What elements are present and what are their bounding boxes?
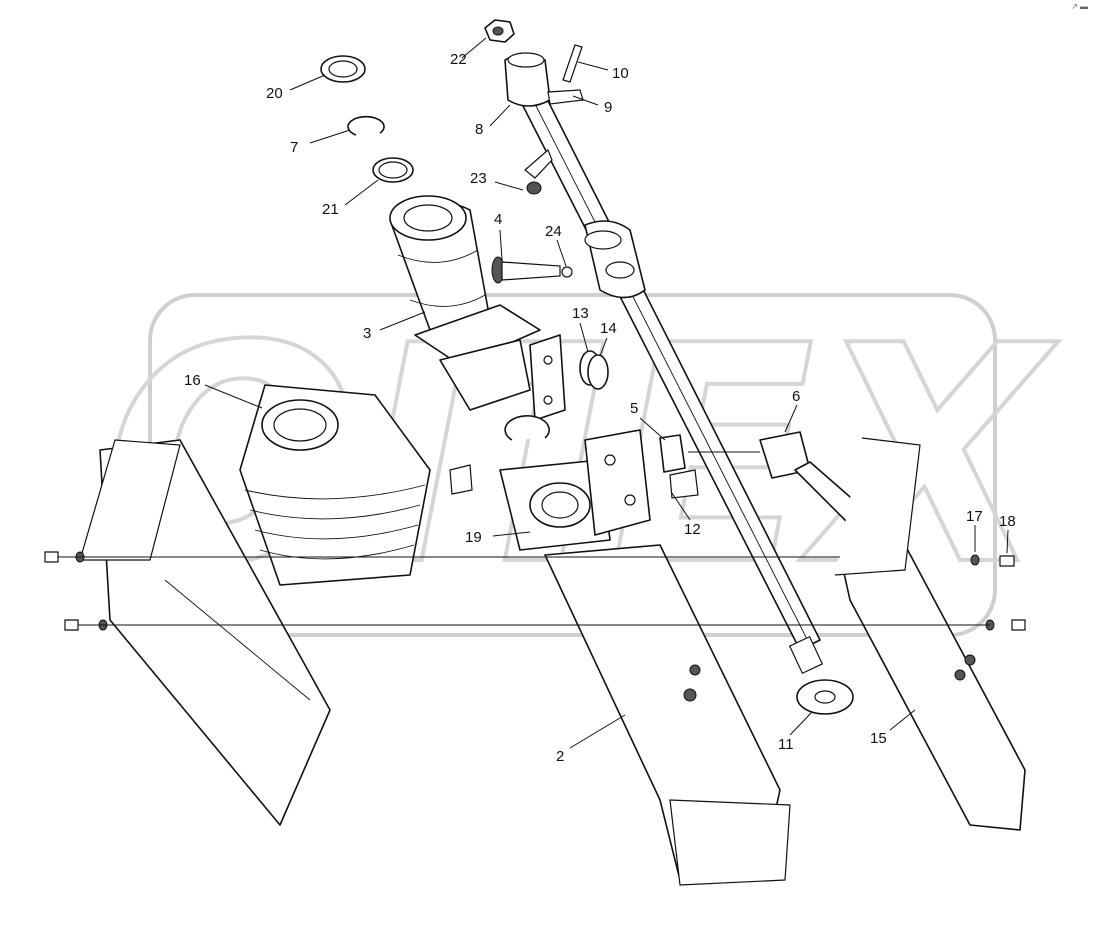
screw-18 bbox=[999, 555, 1015, 567]
callout-19: 19 bbox=[465, 529, 482, 546]
bearing-19 bbox=[499, 459, 611, 551]
callout-21: 21 bbox=[322, 201, 339, 218]
callout-18: 18 bbox=[999, 513, 1016, 530]
fasteners bbox=[44, 551, 1026, 631]
callout-5: 5 bbox=[630, 400, 638, 417]
bracket-plate bbox=[529, 334, 566, 421]
callout-15: 15 bbox=[870, 730, 887, 747]
callout-13: 13 bbox=[572, 305, 589, 322]
left-guard bbox=[79, 439, 331, 826]
callout-14: 14 bbox=[600, 320, 617, 337]
callout-4: 4 bbox=[494, 211, 502, 228]
o-ring-24 bbox=[561, 266, 573, 278]
callout-6: 6 bbox=[792, 388, 800, 405]
callout-leaders bbox=[204, 37, 1009, 749]
callout-labels: 22 10 9 8 20 7 21 23 4 24 3 13 14 16 5 6… bbox=[184, 51, 1016, 765]
callout-12: 12 bbox=[684, 521, 701, 538]
callout-7: 7 bbox=[290, 139, 298, 156]
rubber-boot-16 bbox=[239, 384, 431, 586]
callout-10: 10 bbox=[612, 65, 629, 82]
column-housing-3 bbox=[389, 195, 566, 421]
clamp-9 bbox=[547, 89, 584, 105]
pin-4 bbox=[491, 256, 573, 284]
callout-3: 3 bbox=[363, 325, 371, 342]
column-2 bbox=[544, 544, 791, 886]
fitting-23 bbox=[524, 148, 553, 195]
callout-17: 17 bbox=[966, 508, 983, 525]
handle-6 bbox=[759, 431, 866, 526]
corner-mark: ↗ ▬ bbox=[1071, 2, 1088, 11]
callout-2: 2 bbox=[556, 748, 564, 765]
callout-8: 8 bbox=[475, 121, 483, 138]
washer-17 bbox=[970, 554, 980, 566]
callout-22: 22 bbox=[450, 51, 467, 68]
snap-ring-19a bbox=[504, 415, 550, 441]
bolt-10 bbox=[562, 44, 583, 83]
callout-24: 24 bbox=[545, 223, 562, 240]
right-guard-15 bbox=[834, 437, 1026, 831]
callout-9: 9 bbox=[604, 99, 612, 116]
bolt-5 bbox=[659, 434, 686, 473]
callout-23: 23 bbox=[470, 170, 487, 187]
lever-bracket-12 bbox=[449, 429, 699, 536]
callout-11: 11 bbox=[778, 736, 794, 753]
washer-14 bbox=[587, 354, 609, 390]
steering-shaft bbox=[484, 19, 824, 675]
callout-20: 20 bbox=[266, 85, 283, 102]
snap-ring-7 bbox=[347, 115, 385, 136]
callout-16: 16 bbox=[184, 372, 201, 389]
